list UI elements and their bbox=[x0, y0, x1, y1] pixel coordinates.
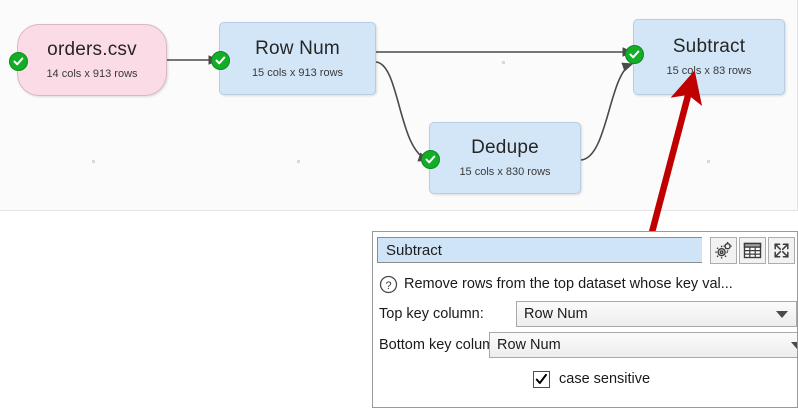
grid-dot bbox=[297, 160, 300, 163]
expand-arrows-icon[interactable] bbox=[768, 236, 795, 264]
node-subtitle: 14 cols x 913 rows bbox=[46, 68, 138, 80]
edge-rownum-to-dedupe bbox=[375, 61, 430, 162]
case-sensitive-row: case sensitive bbox=[377, 366, 797, 392]
status-ok-icon bbox=[211, 50, 230, 70]
edge-dedupe-to-subtract bbox=[580, 62, 634, 161]
top-key-column-label: Top key column: bbox=[379, 306, 484, 322]
status-ok-icon bbox=[421, 150, 440, 169]
bottom-key-column-select[interactable]: Row Num bbox=[489, 332, 797, 358]
case-sensitive-label: case sensitive bbox=[559, 371, 651, 387]
bottom-key-column-label: Bottom key column: bbox=[379, 337, 507, 353]
node-subtitle: 15 cols x 913 rows bbox=[251, 66, 344, 79]
chevron-down-icon bbox=[791, 341, 797, 349]
top-key-column-row: Top key column: Row Num bbox=[377, 300, 797, 328]
top-key-column-select[interactable]: Row Num bbox=[516, 301, 797, 327]
item-name-input[interactable]: Subtract bbox=[377, 237, 702, 263]
table-grid-icon[interactable] bbox=[739, 236, 766, 264]
chevron-down-icon bbox=[776, 310, 788, 318]
help-text: Remove rows from the top dataset whose k… bbox=[404, 276, 733, 292]
node-title: Subtract bbox=[672, 36, 746, 57]
node-subtract[interactable]: Subtract 15 cols x 83 rows bbox=[625, 19, 785, 95]
node-row-num[interactable]: Row Num 15 cols x 913 rows bbox=[211, 22, 376, 95]
flow-canvas[interactable]: orders.csv 14 cols x 913 rows Row Num 15… bbox=[0, 0, 798, 211]
bottom-key-column-value: Row Num bbox=[497, 337, 561, 353]
node-subtitle: 15 cols x 83 rows bbox=[666, 65, 752, 77]
bottom-key-column-row: Bottom key column: Row Num bbox=[377, 331, 797, 359]
node-title: orders.csv bbox=[47, 39, 137, 60]
properties-panel: Subtract bbox=[372, 231, 798, 408]
node-dedupe[interactable]: Dedupe 15 cols x 830 rows bbox=[421, 122, 581, 194]
help-question-icon[interactable]: ? bbox=[379, 275, 398, 294]
case-sensitive-checkbox[interactable] bbox=[533, 370, 550, 388]
node-title: Dedupe bbox=[471, 137, 539, 158]
svg-text:?: ? bbox=[385, 280, 391, 292]
status-ok-icon bbox=[9, 52, 28, 71]
settings-gears-icon[interactable] bbox=[710, 236, 737, 264]
panel-title-row: Subtract bbox=[377, 236, 797, 264]
grid-dot bbox=[502, 61, 505, 64]
top-key-column-value: Row Num bbox=[524, 306, 588, 322]
status-ok-icon bbox=[625, 45, 644, 65]
node-subtitle: 15 cols x 830 rows bbox=[459, 166, 551, 178]
grid-dot bbox=[707, 160, 710, 163]
node-orders-csv[interactable]: orders.csv 14 cols x 913 rows bbox=[9, 24, 167, 96]
grid-dot bbox=[92, 160, 95, 163]
help-row: ? Remove rows from the top dataset whose… bbox=[377, 271, 797, 297]
node-title: Row Num bbox=[255, 37, 340, 59]
